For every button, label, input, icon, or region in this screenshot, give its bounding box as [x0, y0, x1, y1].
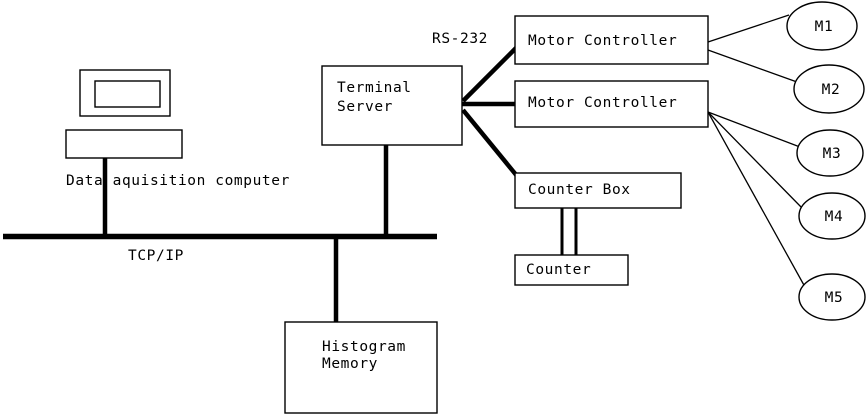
link-terminal-server-to-motor-controller-1 [461, 46, 518, 103]
terminal-server-box [321, 65, 463, 146]
link-terminal-server-to-counter-box [461, 108, 519, 178]
counter-box [514, 254, 629, 286]
motor-controller-1-box [514, 15, 709, 65]
motor-5-ellipse [798, 273, 866, 321]
computer-base-unit [65, 129, 183, 159]
motor-controller-1-label: Motor Controller [528, 33, 677, 49]
histogram-memory-label-line2: Memory [322, 356, 378, 372]
motor-5-label: M5 [825, 290, 844, 306]
tcpip-label: TCP/IP [128, 248, 184, 264]
terminal-server-label-line2: Server [337, 99, 393, 115]
motor-2-ellipse [793, 64, 865, 114]
link-motor-controller-2-to-motor-3 [707, 111, 801, 148]
counter-box-box [514, 172, 682, 209]
histogram-memory-box [284, 321, 438, 414]
counter-box-label: Counter Box [528, 182, 631, 198]
motor-1-ellipse [786, 1, 858, 51]
motor-4-ellipse [798, 192, 866, 240]
histogram-memory-label-line1: Histogram [322, 339, 406, 355]
rs232-label: RS-232 [432, 31, 488, 47]
motor-3-label: M3 [823, 146, 842, 162]
link-motor-controller-2-to-motor-4 [707, 111, 804, 210]
counter-label: Counter [526, 262, 591, 278]
link-motor-controller-1-to-motor-1 [707, 14, 790, 43]
motor-controller-2-box [514, 80, 709, 128]
motor-controller-2-label: Motor Controller [528, 95, 677, 111]
monitor-screen [94, 80, 161, 108]
computer-caption: Data aquisition computer [66, 173, 290, 189]
motor-2-label: M2 [822, 82, 841, 98]
motor-1-label: M1 [815, 19, 834, 35]
motor-4-label: M4 [825, 209, 844, 225]
link-motor-controller-1-to-motor-2 [707, 49, 798, 83]
link-motor-controller-2-to-motor-5 [707, 111, 806, 288]
motor-3-ellipse [796, 129, 864, 177]
terminal-server-label-line1: Terminal [337, 80, 412, 96]
